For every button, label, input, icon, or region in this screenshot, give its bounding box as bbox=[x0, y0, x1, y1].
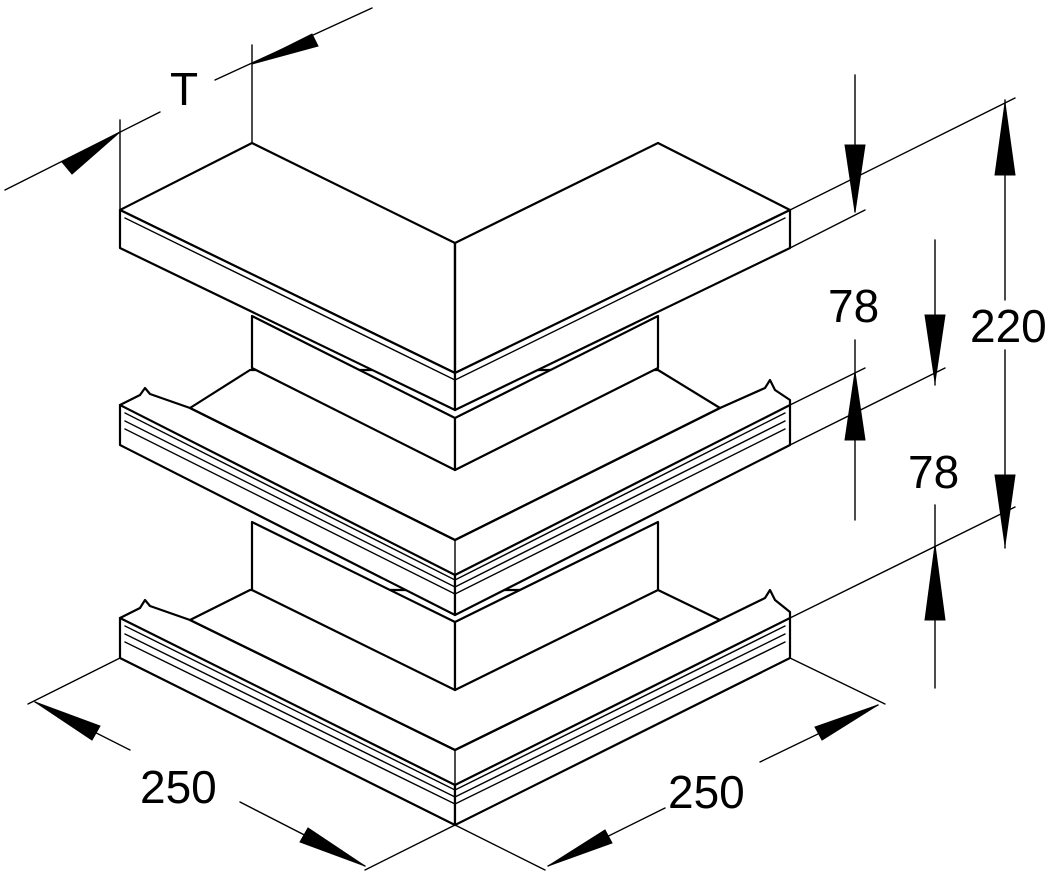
height-total-label: 220 bbox=[970, 300, 1047, 352]
dim-arrow-t-right bbox=[251, 33, 319, 65]
dimension-height-upper: 78 bbox=[789, 74, 1016, 521]
dim-arrow-78-lower-top bbox=[924, 314, 946, 383]
dimension-thickness: T bbox=[4, 7, 373, 211]
dim-arrow-250-left-a bbox=[34, 701, 101, 741]
height-upper-label: 78 bbox=[828, 280, 879, 332]
dim-arrow-78-upper-bottom bbox=[844, 371, 866, 441]
dimension-height-lower: 78 bbox=[789, 239, 1016, 689]
dim-arrow-220-top bbox=[994, 102, 1016, 176]
dimension-width-left: 250 bbox=[27, 657, 456, 871]
dimension-height-total: 220 bbox=[970, 99, 1047, 549]
lower-connector bbox=[250, 520, 660, 692]
dim-arrow-78-lower-bottom bbox=[924, 544, 946, 621]
dim-arrow-250-left-b bbox=[299, 827, 366, 867]
dimension-width-right: 250 bbox=[454, 657, 886, 871]
dim-arrow-250-right-b bbox=[814, 704, 879, 741]
width-left-label: 250 bbox=[140, 761, 217, 813]
dim-arrow-220-bottom bbox=[994, 474, 1016, 546]
dim-arrow-t-left bbox=[61, 131, 121, 175]
thickness-label: T bbox=[170, 63, 198, 115]
upper-connector bbox=[250, 314, 660, 472]
dim-arrow-250-right-a bbox=[547, 829, 613, 867]
top-cover bbox=[118, 141, 792, 412]
dim-arrow-78-upper-top bbox=[844, 144, 866, 213]
height-lower-label: 78 bbox=[908, 446, 959, 498]
width-right-label: 250 bbox=[668, 766, 745, 818]
